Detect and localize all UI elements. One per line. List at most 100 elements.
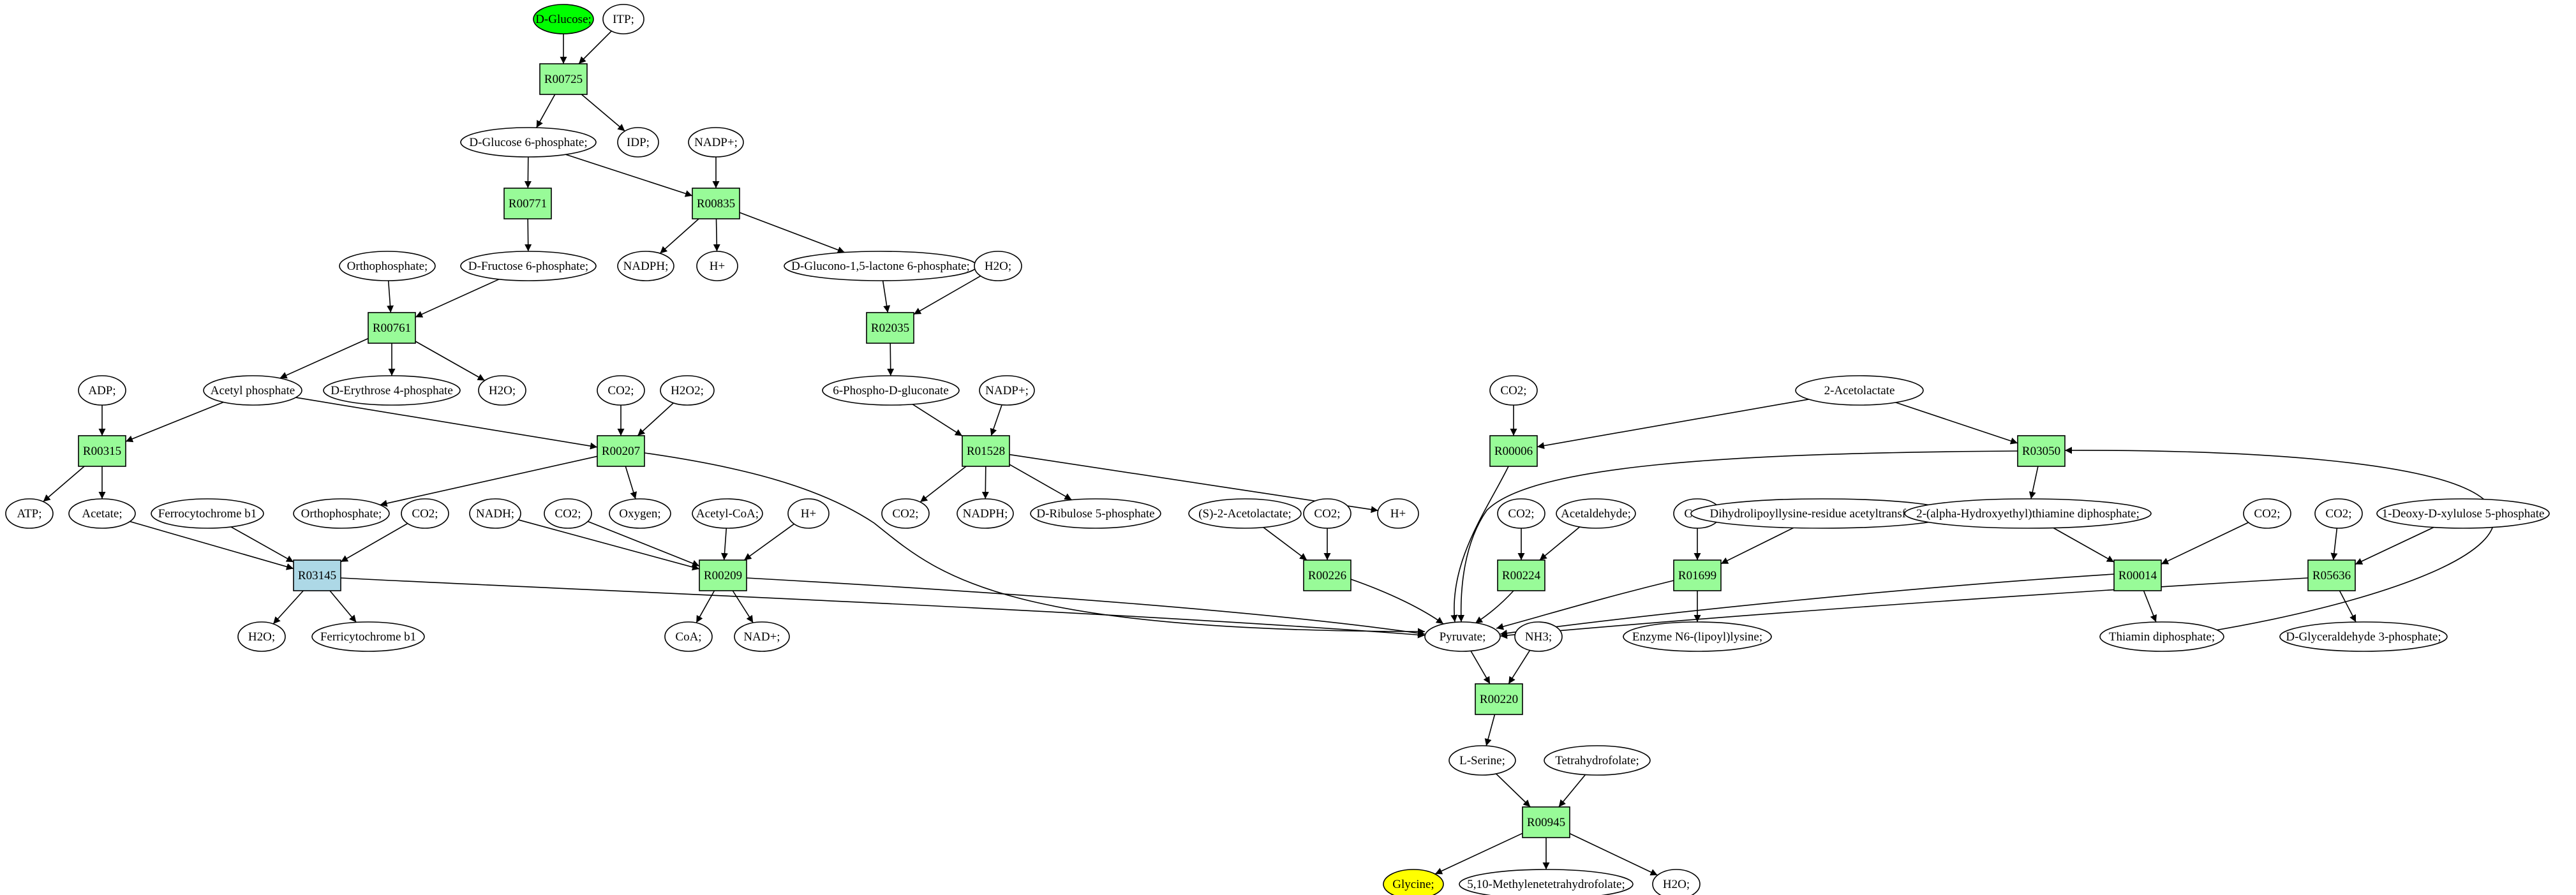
metabolite-node-ferrocyt[interactable]: Ferrocytochrome b1 — [151, 498, 264, 529]
metabolite-node-h2o1[interactable]: H2O; — [974, 251, 1022, 281]
metabolite-label: D-Ribulose 5-phosphate — [1036, 507, 1154, 521]
metabolite-node-co2f[interactable]: CO2; — [1303, 498, 1351, 529]
metabolite-label: CO2; — [555, 507, 581, 521]
reaction-node-R00725[interactable]: R00725 — [539, 63, 588, 95]
reaction-box — [692, 188, 740, 219]
metabolite-node-glucose[interactable]: D-Glucose; — [533, 4, 594, 34]
metabolite-node-co2d[interactable]: CO2; — [544, 498, 592, 529]
reaction-node-R00226[interactable]: R00226 — [1303, 559, 1351, 591]
metabolite-node-hydroxyethyl[interactable]: 2-(alpha-Hydroxyethyl)thiamine diphospha… — [1904, 498, 2152, 529]
reaction-node-R03145[interactable]: R03145 — [293, 559, 341, 591]
metabolite-node-co2g[interactable]: CO2; — [1497, 498, 1545, 529]
metabolite-node-h2o3[interactable]: H2O; — [237, 621, 286, 652]
edge-R02035-to-phosphogluconate — [887, 343, 895, 376]
metabolite-node-ortho1[interactable]: Orthophosphate; — [339, 251, 436, 281]
metabolite-node-nadph1[interactable]: NADPH; — [617, 251, 674, 281]
metabolite-node-nadph2[interactable]: NADPH; — [957, 498, 1014, 529]
reaction-node-R00224[interactable]: R00224 — [1497, 559, 1545, 591]
edge-acetolactate-to-R00006 — [1537, 399, 1809, 450]
metabolite-node-co2c[interactable]: CO2; — [401, 498, 449, 529]
metabolite-node-glucono[interactable]: D-Glucono-1,5-lactone 6-phosphate; — [784, 251, 978, 281]
reaction-box — [1497, 559, 1545, 591]
metabolite-node-g3p[interactable]: D-Glyceraldehyde 3-phosphate; — [2279, 621, 2448, 652]
metabolite-node-atp[interactable]: ATP; — [5, 498, 54, 529]
metabolite-node-coa[interactable]: CoA; — [664, 621, 713, 652]
metabolite-ellipse — [1514, 621, 1563, 652]
metabolite-node-thf[interactable]: Tetrahydrofolate; — [1544, 745, 1651, 776]
metabolite-node-hplus2[interactable]: H+ — [787, 498, 830, 529]
metabolite-node-ribulose[interactable]: D-Ribulose 5-phosphate — [1030, 498, 1161, 529]
edge-pyruvate-to-R00220 — [1470, 650, 1491, 684]
reaction-node-R00014[interactable]: R00014 — [2113, 559, 2162, 591]
metabolite-node-co2j[interactable]: CO2; — [2314, 498, 2363, 529]
metabolite-node-e4p[interactable]: D-Erythrose 4-phosphate — [323, 375, 461, 406]
reaction-node-R00771[interactable]: R00771 — [503, 188, 552, 219]
metabolite-node-pyruvate[interactable]: Pyruvate; — [1424, 621, 1501, 652]
reaction-box — [1673, 559, 1722, 591]
metabolite-node-hplus3[interactable]: H+ — [1377, 498, 1419, 529]
reaction-node-R00006[interactable]: R00006 — [1489, 435, 1538, 467]
metabolite-node-hplus1[interactable]: H+ — [696, 251, 738, 281]
reaction-node-R00835[interactable]: R00835 — [692, 188, 740, 219]
reaction-box — [1522, 806, 1570, 838]
metabolite-node-phosphogluconate[interactable]: 6-Phospho-D-gluconate — [822, 375, 960, 406]
metabolite-node-adp[interactable]: ADP; — [78, 375, 126, 406]
metabolite-label: Ferrocytochrome b1 — [158, 507, 257, 521]
reaction-node-R05636[interactable]: R05636 — [2307, 559, 2356, 591]
metabolite-node-co2b[interactable]: CO2; — [1489, 375, 1538, 406]
metabolite-node-ortho2[interactable]: Orthophosphate; — [293, 498, 390, 529]
metabolite-node-acetylp[interactable]: Acetyl phosphate — [203, 375, 302, 406]
metabolite-label: Orthophosphate; — [347, 260, 428, 273]
metabolite-ellipse — [2099, 621, 2224, 652]
metabolite-ellipse — [78, 375, 126, 406]
reaction-node-R00761[interactable]: R00761 — [368, 312, 416, 344]
reaction-label: R03145 — [298, 569, 336, 582]
metabolite-node-acetylcoa[interactable]: Acetyl-CoA; — [692, 498, 763, 529]
metabolite-node-g6p[interactable]: D-Glucose 6-phosphate; — [460, 127, 597, 158]
edge-R05636-to-g3p — [2339, 590, 2356, 623]
metabolite-node-co2e[interactable]: CO2; — [881, 498, 930, 529]
reaction-node-R00945[interactable]: R00945 — [1522, 806, 1570, 838]
reaction-node-R00220[interactable]: R00220 — [1475, 683, 1523, 715]
metabolite-node-thiamin_dp[interactable]: Thiamin diphosphate; — [2099, 621, 2224, 652]
metabolite-node-acetolactate[interactable]: 2-Acetolactate — [1795, 375, 1924, 406]
edge-R00226-to-pyruvate — [1350, 579, 1444, 625]
reaction-node-R00207[interactable]: R00207 — [597, 435, 645, 467]
reaction-node-R00209[interactable]: R00209 — [699, 559, 747, 591]
metabolite-node-itp[interactable]: ITP; — [602, 4, 644, 34]
reaction-node-R02035[interactable]: R02035 — [866, 312, 914, 344]
metabolite-label: CO2; — [2254, 507, 2280, 521]
metabolite-node-f6p[interactable]: D-Fructose 6-phosphate; — [460, 251, 597, 281]
metabolite-ellipse — [1795, 375, 1924, 406]
reaction-node-R01528[interactable]: R01528 — [962, 435, 1010, 467]
metabolite-node-acetate[interactable]: Acetate; — [68, 498, 136, 529]
metabolite-node-dihydrolipoyl[interactable]: Dihydrolipoyllysine-residue acetyltransf… — [1690, 498, 1954, 529]
metabolite-node-enzyme_lipoyl[interactable]: Enzyme N6-(lipoyl)lysine; — [1623, 621, 1772, 652]
metabolite-node-nh3[interactable]: NH3; — [1514, 621, 1563, 652]
metabolite-node-methylene_thf[interactable]: 5,10-Methylenetetrahydrofolate; — [1459, 869, 1634, 895]
metabolite-node-h2o4[interactable]: H2O; — [1652, 869, 1701, 895]
reaction-node-R00315[interactable]: R00315 — [78, 435, 126, 467]
metabolite-node-glycine[interactable]: Glycine; — [1383, 869, 1444, 895]
reaction-node-R03050[interactable]: R03050 — [2017, 435, 2066, 467]
metabolite-node-co2i[interactable]: CO2; — [2243, 498, 2291, 529]
metabolite-node-deoxyxylulose[interactable]: 1-Deoxy-D-xylulose 5-phosphate — [2376, 498, 2550, 529]
metabolite-node-ferricyt[interactable]: Ferricytochrome b1 — [311, 621, 425, 652]
metabolite-ellipse — [401, 498, 449, 529]
metabolite-label: Acetyl-CoA; — [696, 507, 759, 521]
edge-R00207-to-pyruvate — [644, 452, 1426, 635]
metabolite-node-idp[interactable]: IDP; — [617, 127, 659, 158]
reaction-node-R01699[interactable]: R01699 — [1673, 559, 1722, 591]
metabolite-node-serine[interactable]: L-Serine; — [1448, 745, 1516, 776]
metabolite-node-h2o2b[interactable]: H2O2; — [660, 375, 715, 406]
metabolite-node-nadp1[interactable]: NADP+; — [688, 127, 744, 158]
metabolite-node-nadh[interactable]: NADH; — [469, 498, 521, 529]
reaction-label: R00835 — [697, 197, 735, 211]
metabolite-node-s_acetolactate[interactable]: (S)-2-Acetolactate; — [1188, 498, 1302, 529]
metabolite-node-co2a[interactable]: CO2; — [597, 375, 645, 406]
metabolite-node-oxygen[interactable]: Oxygen; — [609, 498, 671, 529]
metabolite-node-nad[interactable]: NAD+; — [734, 621, 790, 652]
metabolite-node-acetaldehyde[interactable]: Acetaldehyde; — [1556, 498, 1636, 529]
metabolite-node-nadp2[interactable]: NADP+; — [979, 375, 1035, 406]
metabolite-node-h2o2[interactable]: H2O; — [478, 375, 526, 406]
